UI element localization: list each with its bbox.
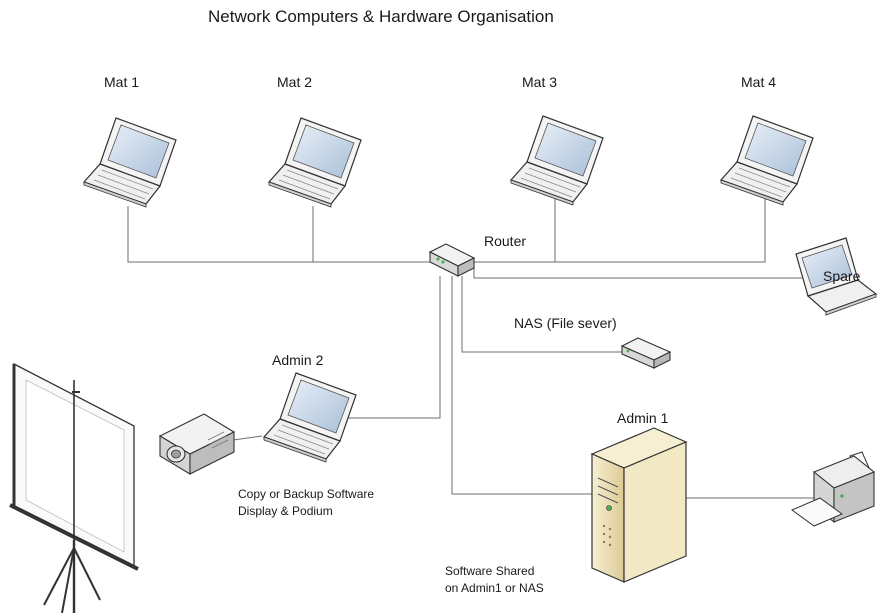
laptop-icon[interactable]: [720, 115, 814, 206]
mat3-label: Mat 3: [522, 74, 558, 90]
nas-label: NAS (File sever): [514, 315, 617, 331]
router-icon[interactable]: [428, 243, 476, 277]
projector-icon[interactable]: [158, 413, 236, 475]
projection-screen-icon: [9, 362, 139, 613]
mat4-label: Mat 4: [741, 74, 777, 90]
admin2-note-line1: Copy or Backup Software: [238, 487, 375, 501]
laptop-icon[interactable]: [83, 117, 177, 208]
admin2-label: Admin 2: [272, 352, 324, 368]
mat1-label: Mat 1: [104, 74, 140, 90]
printer-icon[interactable]: [790, 451, 876, 527]
shared-note-line2: on Admin1 or NAS: [445, 581, 544, 595]
router-label: Router: [484, 233, 527, 249]
mat2-label: Mat 2: [277, 74, 313, 90]
shared-note-line1: Software Shared: [445, 564, 535, 578]
laptop-icon[interactable]: [510, 115, 604, 206]
admin1-label: Admin 1: [617, 410, 669, 426]
diagram-title: Network Computers & Hardware Organisatio…: [208, 7, 554, 26]
spare-label: Spare: [823, 268, 861, 284]
admin2-note-line2: Display & Podium: [238, 504, 333, 518]
laptop-icon[interactable]: [263, 372, 357, 463]
server-tower-icon[interactable]: [590, 427, 688, 583]
nas-icon[interactable]: [620, 337, 672, 369]
network-wires: [127, 190, 820, 499]
laptop-icon[interactable]: [268, 117, 362, 208]
